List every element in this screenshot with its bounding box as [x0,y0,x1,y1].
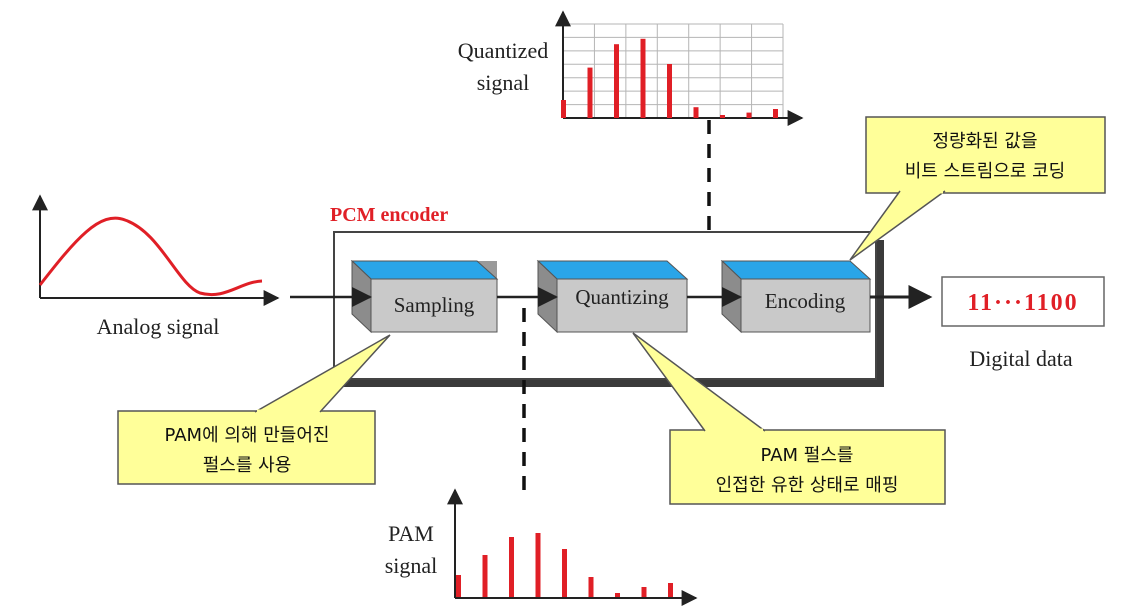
callout-quantizing-line1: PAM 펄스를 [761,445,854,466]
encoder-title: PCM encoder [330,204,448,226]
analog-label: Analog signal [97,314,220,339]
analog-signal-plot: Analog signal [32,194,280,339]
quantizing-block: Quantizing [536,259,689,334]
pam-label-line2: signal [385,553,438,578]
callout-encoding: 정량화된 값을 비트 스트림으로 코딩 [849,116,1106,261]
pam-bar [615,593,620,597]
pam-bar [588,577,594,597]
pcm-encoder: PCM encoder Sampling Quantizing Encoding [290,204,933,387]
encoding-block: Encoding [720,259,872,334]
quantized-bar [561,100,566,118]
digital-data-label: Digital data [969,346,1072,371]
callout-sampling-line2: 펄스를 사용 [203,455,292,476]
analog-waveform [38,216,263,296]
callout-sampling-line1: PAM에 의해 만들어진 [165,425,330,446]
quantized-bar [640,38,646,118]
pam-signal-plot: PAM signal [385,488,698,606]
quantized-bar [746,112,752,118]
quantized-bar [587,67,593,118]
quantized-bar [693,107,699,118]
pam-bar [562,549,567,597]
quantized-label-line1: Quantized [458,38,548,63]
callout-encoding-line2: 비트 스트림으로 코딩 [905,161,1065,182]
sampling-block: Sampling [350,259,499,334]
pam-bar [535,533,541,597]
digital-data-value: 11···1100 [967,290,1078,316]
quantized-bar [720,115,725,118]
quantized-signal-plot: Quantized signal [458,10,804,126]
quantized-bars [561,38,778,119]
pam-bar [482,555,488,597]
pam-label-line1: PAM [388,521,434,546]
callout-quantizing: PAM 펄스를 인접한 유한 상태로 매핑 [632,332,946,505]
pam-bar [456,575,461,597]
quantizing-label: Quantizing [575,285,669,309]
digital-data-box [941,276,1105,327]
quantized-grid [563,23,784,118]
pam-bar [668,583,673,597]
quantized-bar [773,109,778,118]
callout-encoding-line1: 정량화된 값을 [932,131,1037,152]
quantized-bar [614,44,619,119]
quantized-bar [667,64,672,118]
quantized-label-line2: signal [477,70,530,95]
pam-bar [641,587,647,597]
callout-sampling: PAM에 의해 만들어진 펄스를 사용 [117,334,391,485]
digital-data: 11···1100 Digital data [941,276,1105,371]
encoding-label: Encoding [765,289,846,313]
sampling-label: Sampling [394,293,475,317]
pam-bar [509,537,514,597]
callout-quantizing-line2: 인접한 유한 상태로 매핑 [716,475,899,496]
pam-bars [456,533,673,597]
